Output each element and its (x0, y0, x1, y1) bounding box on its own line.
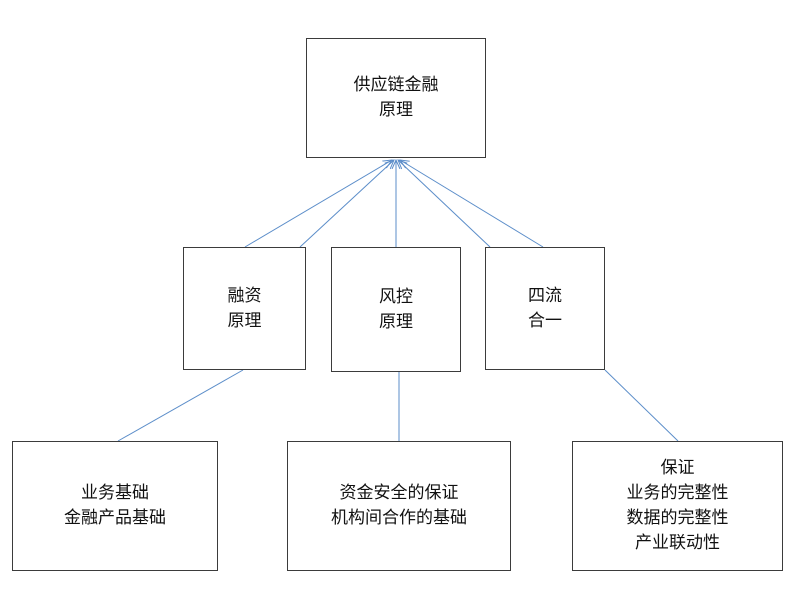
security-line-2: 机构间合作的基础 (331, 508, 467, 528)
security-line-1: 资金安全的保证 (339, 483, 459, 503)
root-line-2: 原理 (379, 100, 413, 120)
node-four-flows-in-one: 四流 合一 (485, 247, 605, 370)
risk-line-1: 风控 (379, 286, 413, 307)
connector-finance-to-root-b (299, 160, 394, 248)
root-node-supply-chain-finance: 供应链金融 原理 (306, 38, 486, 158)
connector-flow-to-root-a (398, 160, 491, 248)
flow-line-2: 合一 (528, 310, 562, 331)
assurance-line-2: 业务的完整性 (626, 483, 729, 503)
connector-flow-to-root-b (400, 160, 544, 248)
node-risk-control-principle: 风控 原理 (331, 247, 461, 372)
flow-line-1: 四流 (528, 285, 562, 306)
node-integrity-assurance: 保证 业务的完整性 数据的完整性 产业联动性 (572, 441, 783, 571)
financing-line-1: 融资 (227, 285, 262, 306)
root-line-1: 供应链金融 (353, 75, 439, 95)
assurance-line-1: 保证 (660, 458, 695, 478)
connector-finance-to-root-a (244, 160, 392, 248)
connector-assurance-to-flow (604, 369, 679, 442)
financing-line-2: 原理 (227, 310, 262, 331)
node-fund-security: 资金安全的保证 机构间合作的基础 (287, 441, 511, 571)
business-line-1: 业务基础 (81, 483, 149, 503)
risk-line-2: 原理 (379, 311, 413, 332)
business-line-2: 金融产品基础 (64, 508, 166, 528)
node-business-foundation: 业务基础 金融产品基础 (12, 441, 218, 571)
assurance-line-4: 产业联动性 (635, 533, 720, 553)
node-financing-principle: 融资 原理 (183, 247, 306, 370)
connector-business-to-finance (117, 369, 244, 442)
assurance-line-3: 数据的完整性 (626, 508, 729, 528)
